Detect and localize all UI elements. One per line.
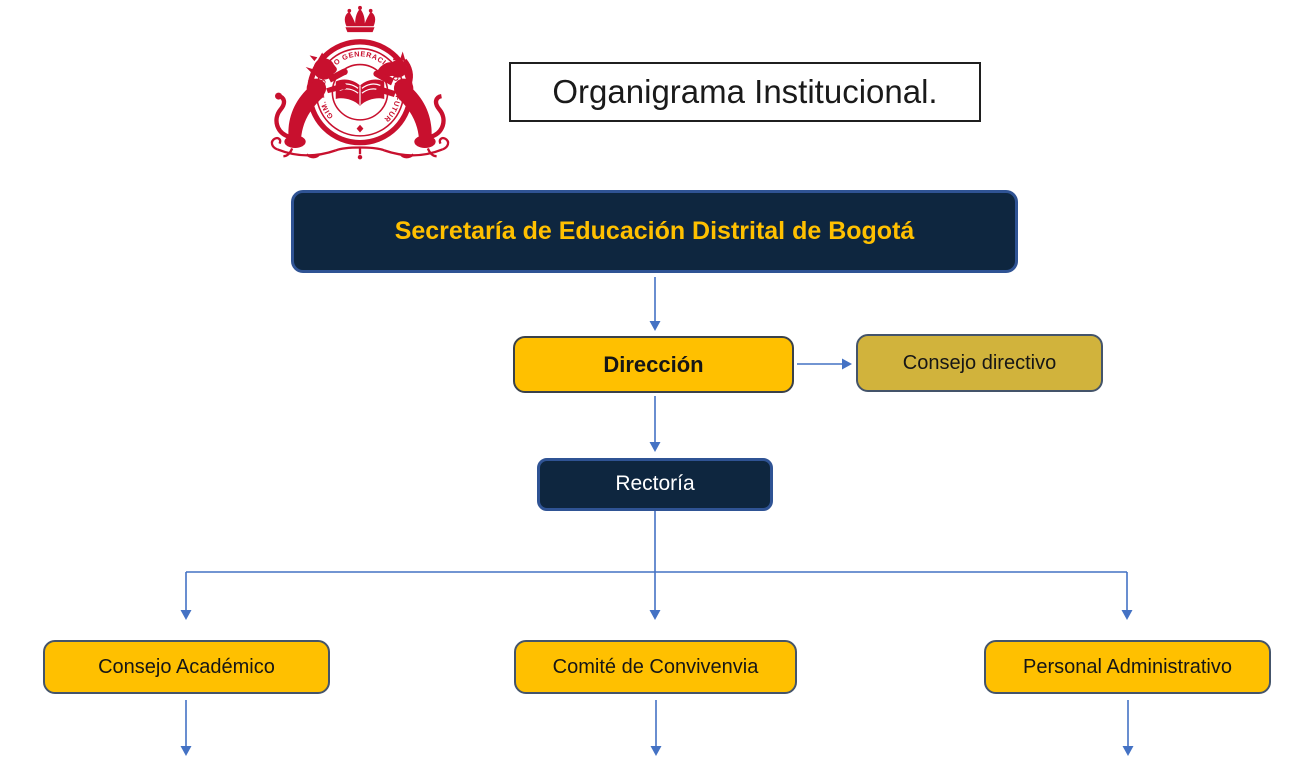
crown-icon	[344, 5, 376, 33]
arrowhead-consejo-academico	[180, 610, 192, 620]
page-title: Organigrama Institucional.	[509, 62, 981, 122]
flourish-ornament	[270, 136, 450, 160]
lion-left-icon	[274, 52, 348, 148]
arrowhead-direccion-rectoria	[649, 442, 661, 452]
arrowhead-personal-administrativo	[1121, 610, 1133, 620]
node-rectoria-label: Rectoría	[615, 472, 695, 496]
node-direccion: Dirección	[513, 336, 794, 393]
node-comite-convivencia-label: Comité de Convivenvia	[552, 655, 759, 678]
node-consejo-directivo: Consejo directivo	[856, 334, 1103, 392]
node-consejo-academico: Consejo Académico	[43, 640, 330, 694]
open-book-icon	[335, 79, 385, 106]
node-secretaria-educacion: Secretaría de Educación Distrital de Bog…	[291, 190, 1018, 273]
arrowhead-direccion-consejo-directivo	[842, 358, 852, 370]
crest-diamond-ornament	[356, 124, 364, 133]
node-consejo-academico-label: Consejo Académico	[98, 655, 275, 678]
node-personal-administrativo-label: Personal Administrativo	[1023, 655, 1232, 678]
node-comite-convivencia: Comité de Convivenvia	[514, 640, 797, 694]
arrowhead-secretaria-direccion	[649, 321, 661, 331]
node-rectoria: Rectoría	[537, 458, 773, 511]
horse-right-icon	[373, 51, 446, 148]
node-consejo-directivo-label: Consejo directivo	[902, 351, 1057, 374]
page-title-text: Organigrama Institucional.	[552, 73, 938, 110]
arrowhead-below-personal-administrativo	[1122, 746, 1134, 756]
node-secretaria-label: Secretaría de Educación Distrital de Bog…	[394, 217, 915, 246]
arrowhead-below-comite-convivencia	[650, 746, 662, 756]
arrowhead-comite-convivencia	[649, 610, 661, 620]
arrowhead-below-consejo-academico	[180, 746, 192, 756]
node-direccion-label: Dirección	[603, 351, 704, 377]
node-personal-administrativo: Personal Administrativo	[984, 640, 1271, 694]
